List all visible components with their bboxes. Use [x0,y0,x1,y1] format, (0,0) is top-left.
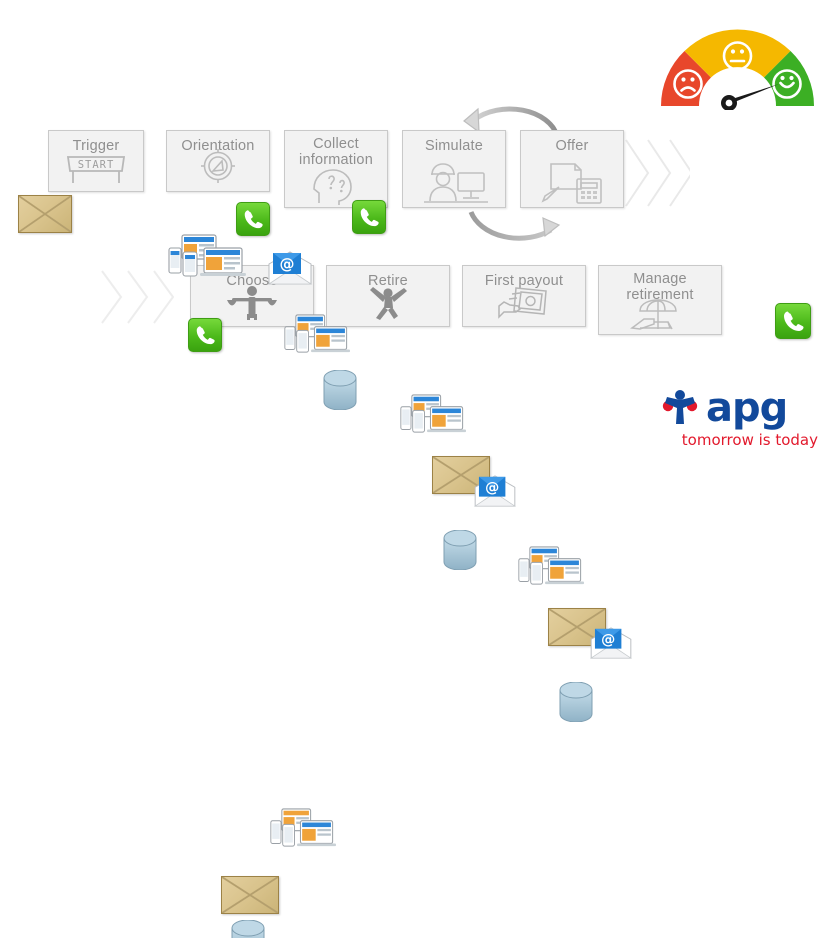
step-retire-label: Retire [368,273,408,289]
post-envelope-icon [221,876,279,914]
document-calculator-icon [521,161,623,205]
step-simulate[interactable]: Simulate [402,130,506,208]
devices-cluster-icon [400,394,466,434]
database-icon [322,369,358,411]
satisfaction-gauge [655,22,820,111]
sad-face-eye-right [690,77,695,82]
devices-cluster-icon [518,546,584,586]
loop-arrow-offer-to-simulate [463,106,560,137]
apg-tagline: tomorrow is today [681,431,818,449]
person-at-computer-icon [403,161,505,205]
database-icon [442,529,478,571]
happy-face-eye-right [789,75,794,81]
sad-face-icon [673,69,703,99]
loop-arrow-simulate-to-offer [468,210,561,241]
devices-cluster-icon [284,314,350,354]
hand-money-icon [463,284,585,320]
chevrons-top-right [620,134,690,212]
person-balance-icon [191,284,313,320]
svg-text:@: @ [280,255,295,273]
step-orientation-label: Orientation [181,138,255,154]
phone-icon [236,202,270,236]
happy-face-icon [772,69,802,99]
beach-umbrella-icon [599,299,721,331]
gauge-needle [727,84,779,105]
step-trigger-label: Trigger [72,138,120,154]
gauge-segment-neutral [684,29,791,78]
devices-cluster-icon [270,808,336,848]
step-simulate-label: Simulate [424,138,483,154]
step-retire[interactable]: Retire [326,265,450,327]
journey-diagram-canvas: Trigger START Orientation [18,22,820,938]
happy-face-eye-left [780,75,785,81]
svg-text:@: @ [485,480,499,496]
neutral-face-icon [722,41,753,71]
email-icon: @ [473,474,517,508]
sad-face-eye-left [681,77,686,82]
database-icon [558,681,594,723]
apg-wordmark: apg [706,385,788,431]
step-collect-information-label: Collect information [299,136,373,168]
svg-text:START: START [78,159,115,171]
email-icon: @ [589,626,633,660]
step-choose-label: Choose [226,273,278,289]
step-first-payout[interactable]: First payout [462,265,586,327]
apg-logo: apg tomorrow is today [660,388,820,450]
neutral-face-eye-right [739,49,745,54]
phone-icon [775,303,811,339]
start-banner-icon: START [49,149,143,185]
compass-icon [167,149,269,185]
phone-icon [188,318,222,352]
chevrons-bottom-left [96,266,174,328]
email-icon: @ [267,250,313,286]
step-orientation[interactable]: Orientation [166,130,270,192]
phone-icon [352,200,386,234]
step-manage-retirement-label: Manage retirement [626,271,694,303]
step-collect-information[interactable]: Collect information [284,130,388,208]
step-trigger[interactable]: Trigger START [48,130,144,192]
step-offer-label: Offer [555,138,589,154]
thinking-head-icon [285,169,387,205]
step-first-payout-label: First payout [484,273,564,289]
step-manage-retirement[interactable]: Manage retirement [598,265,722,335]
inbound-post-envelope-icon [18,195,72,233]
devices-cluster-icon [168,234,246,278]
database-icon [230,919,266,938]
jumping-person-icon [327,284,449,320]
step-offer[interactable]: Offer [520,130,624,208]
svg-text:@: @ [601,632,615,648]
apg-person-logo-icon [662,390,698,424]
neutral-face-eye-left [730,49,736,54]
